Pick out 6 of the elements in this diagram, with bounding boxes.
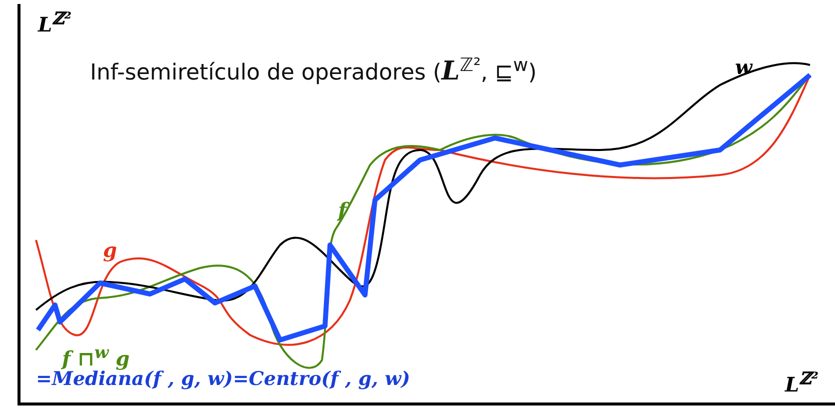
curve-label: f <box>338 198 347 222</box>
axis-label: L$^{ℤ²}$ <box>38 8 72 37</box>
curve-label: f ⊓$^{w}$ g <box>62 342 130 371</box>
curve-label: g <box>103 238 117 262</box>
axis-label: L$^{ℤ²}$ <box>785 368 819 397</box>
diagram-title: Inf-semiretículo de operadores (L$^{ℤ²}$, ⊑$^{w}$) <box>90 55 537 86</box>
